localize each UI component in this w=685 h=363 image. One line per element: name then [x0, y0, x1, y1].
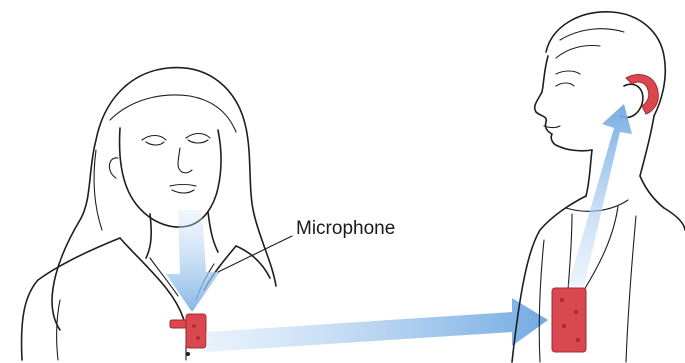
microphone-transmitter — [170, 314, 206, 348]
microphone-label: Microphone — [296, 218, 395, 239]
sound-to-microphone-arrow — [166, 210, 220, 312]
speaking-woman — [22, 68, 276, 360]
receiver-device — [552, 288, 586, 352]
signal-to-ear-arrow — [568, 104, 632, 286]
wireless-signal-beam — [206, 298, 548, 352]
